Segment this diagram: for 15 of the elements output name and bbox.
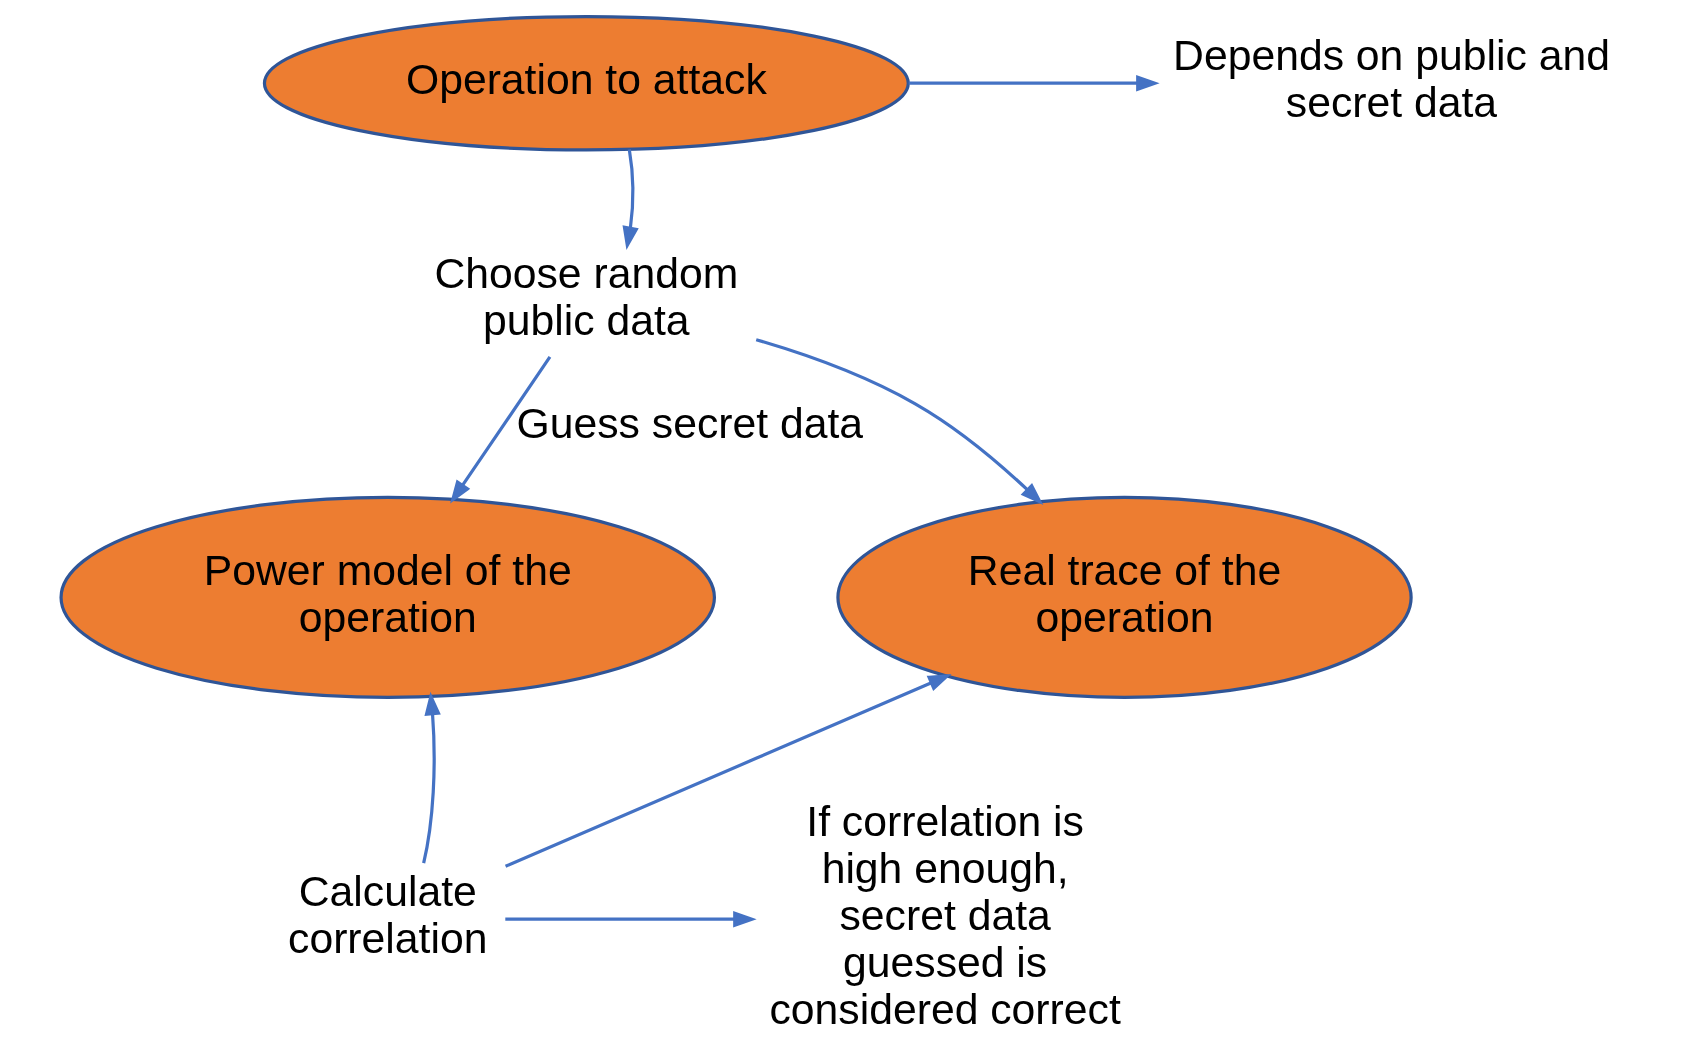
node-text: If correlation is high enough, secret data guessed is considered correct — [769, 796, 1121, 1033]
node-text: Depends on public and secret data — [1173, 31, 1610, 127]
arrow — [422, 691, 441, 864]
node-ellipse: Power model of the operation — [59, 495, 716, 700]
arrow — [908, 75, 1160, 92]
node-text: Calculate correlation — [288, 867, 488, 963]
node-ellipse: Real trace of the operation — [836, 495, 1413, 700]
arrow — [505, 910, 757, 928]
arrow — [622, 149, 639, 250]
edge-label: Guess secret data — [516, 398, 864, 447]
arrow — [755, 338, 1044, 506]
node-text: Choose random public data — [434, 249, 739, 345]
arrow — [450, 356, 552, 504]
node-ellipse: Operation to attack — [262, 14, 910, 152]
arrow — [504, 674, 952, 868]
